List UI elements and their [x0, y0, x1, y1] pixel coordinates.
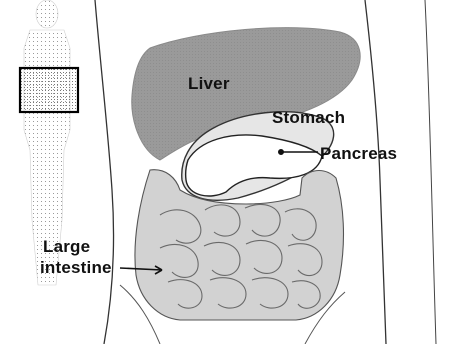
- locator-head: [36, 0, 58, 28]
- large-intestine-label-line1: Large: [43, 238, 90, 255]
- right-arm-contour: [425, 0, 436, 344]
- liver-label: Liver: [188, 75, 230, 92]
- torso-left-contour: [95, 0, 114, 344]
- stomach-label: Stomach: [272, 109, 345, 126]
- large-intestine-label-line2: intestine: [40, 259, 112, 276]
- locator-highlight-box: [20, 68, 78, 112]
- pancreas-label: Pancreas: [320, 145, 397, 162]
- torso-right-contour: [365, 0, 386, 344]
- pancreas-leader-dot: [279, 150, 283, 154]
